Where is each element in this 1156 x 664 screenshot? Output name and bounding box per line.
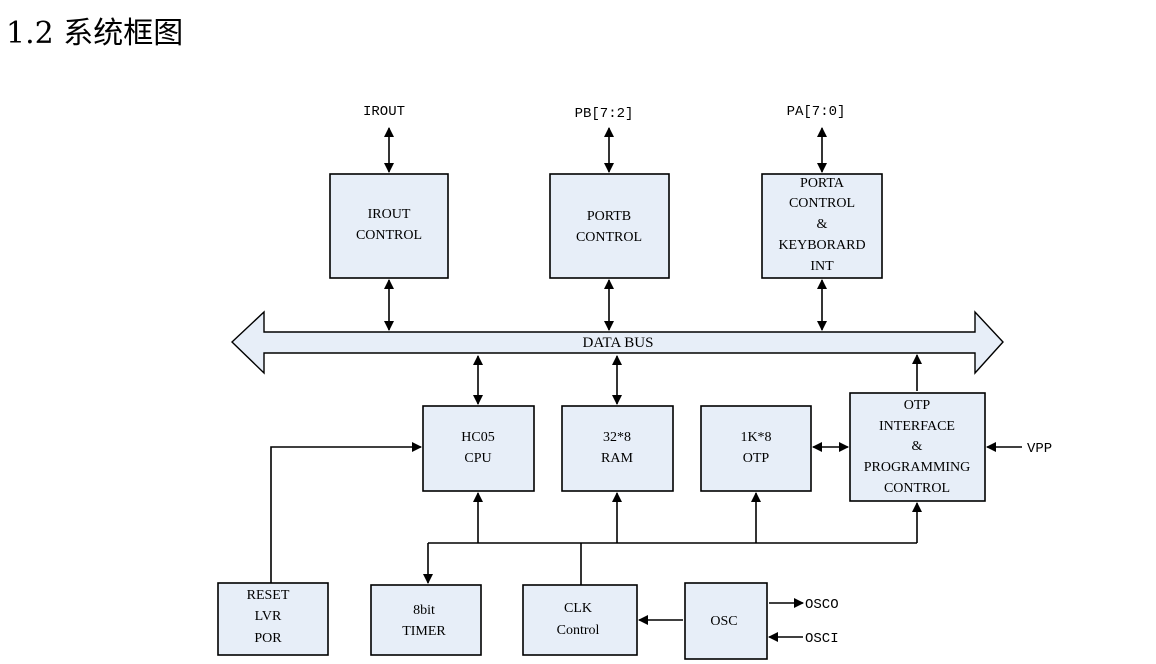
irout-signal: IROUT — [363, 104, 405, 120]
osc-block: OSC — [684, 582, 768, 660]
svg-text:INT: INT — [810, 259, 834, 274]
otp-interface-block: OTP INTERFACE & PROGRAMMING CONTROL — [849, 392, 986, 502]
svg-text:CPU: CPU — [464, 451, 491, 466]
osco-signal: OSCO — [805, 597, 839, 613]
svg-text:8bit: 8bit — [413, 603, 435, 618]
data-bus-label: DATA BUS — [583, 335, 654, 351]
ram-block: 32*8 RAM — [561, 405, 674, 492]
svg-text:POR: POR — [254, 631, 282, 646]
svg-text:LVR: LVR — [255, 609, 282, 624]
reset-to-cpu — [270, 442, 422, 583]
svg-text:1K*8: 1K*8 — [740, 430, 771, 445]
otp-block: 1K*8 OTP — [700, 405, 812, 492]
cpu-block: HC05 CPU — [422, 405, 535, 492]
svg-text:&: & — [912, 439, 923, 454]
svg-text:CONTROL: CONTROL — [884, 481, 950, 496]
svg-text:32*8: 32*8 — [603, 430, 631, 445]
clk-control-block: CLK Control — [522, 584, 638, 656]
svg-text:TIMER: TIMER — [402, 624, 446, 639]
svg-text:OTP: OTP — [904, 398, 931, 413]
svg-text:Control: Control — [557, 623, 600, 638]
section-heading: 1.2 系统框图 — [6, 16, 184, 51]
timer-block: 8bit TIMER — [370, 584, 482, 656]
svg-text:OTP: OTP — [743, 451, 770, 466]
porta-control-block: PORTA CONTROL & KEYBORARD INT — [761, 173, 883, 279]
svg-text:KEYBORARD: KEYBORARD — [778, 238, 865, 253]
svg-text:PORTB: PORTB — [587, 209, 631, 224]
svg-text:CLK: CLK — [564, 601, 592, 616]
svg-text:CONTROL: CONTROL — [576, 230, 642, 245]
vpp-signal: VPP — [1027, 441, 1052, 457]
data-bus — [230, 310, 1004, 375]
svg-text:HC05: HC05 — [461, 430, 494, 445]
svg-text:CONTROL: CONTROL — [356, 228, 422, 243]
svg-text:RESET: RESET — [247, 588, 290, 603]
osci-signal: OSCI — [805, 631, 839, 647]
pb-signal: PB[7:2] — [575, 106, 634, 122]
svg-text:OSC: OSC — [710, 614, 737, 629]
svg-text:IROUT: IROUT — [368, 207, 411, 222]
svg-text:PROGRAMMING: PROGRAMMING — [864, 460, 971, 475]
svg-text:PORTA: PORTA — [800, 176, 845, 191]
portb-control-block: PORTB CONTROL — [549, 173, 670, 279]
reset-block: RESET LVR POR — [217, 582, 329, 656]
svg-text:CONTROL: CONTROL — [789, 196, 855, 211]
pa-signal: PA[7:0] — [787, 104, 846, 120]
svg-text:&: & — [817, 217, 828, 232]
svg-text:RAM: RAM — [601, 451, 633, 466]
irout-control-block: IROUT CONTROL — [329, 173, 449, 279]
svg-text:INTERFACE: INTERFACE — [879, 419, 955, 434]
